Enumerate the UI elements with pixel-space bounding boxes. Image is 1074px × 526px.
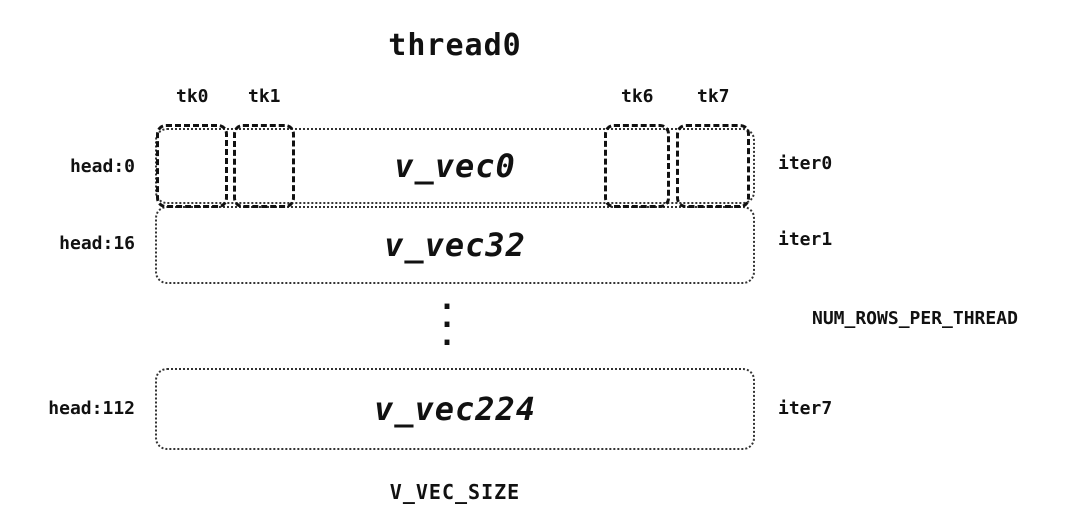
ellipsis-dot: . — [437, 300, 457, 335]
thread-element-box-tk7 — [676, 124, 750, 208]
v-vec-size-label: V_VEC_SIZE — [389, 480, 521, 504]
tk-label-tk7: tk7 — [697, 86, 730, 107]
iter-label-0: iter0 — [778, 153, 833, 174]
thread-element-box-tk1 — [233, 124, 295, 208]
thread-element-box-tk6 — [604, 124, 670, 208]
head-label-112: head:112 — [48, 398, 135, 419]
head-label-16: head:16 — [59, 233, 135, 254]
ellipsis-dot: . — [437, 318, 457, 353]
iter-label-7: iter7 — [778, 398, 833, 419]
head-label-0: head:0 — [69, 156, 135, 177]
vec-label-iter7: v_vec224 — [373, 390, 537, 428]
row-box-iter1: v_vec32 — [155, 206, 755, 284]
row-box-iter7: v_vec224 — [155, 368, 755, 450]
vertical-ellipsis: . . . — [433, 282, 461, 353]
tk-label-tk6: tk6 — [621, 86, 654, 107]
tk-label-tk0: tk0 — [176, 86, 209, 107]
diagram-title: thread0 — [388, 28, 522, 63]
num-rows-per-thread-label: NUM_ROWS_PER_THREAD — [812, 308, 1018, 329]
tk-label-tk1: tk1 — [248, 86, 281, 107]
thread-element-box-tk0 — [156, 124, 228, 208]
iter-label-1: iter1 — [778, 229, 833, 250]
vec-label-iter1: v_vec32 — [384, 226, 526, 264]
ellipsis-dot: . — [437, 282, 457, 317]
vec-label-iter0: v_vec0 — [394, 147, 516, 185]
